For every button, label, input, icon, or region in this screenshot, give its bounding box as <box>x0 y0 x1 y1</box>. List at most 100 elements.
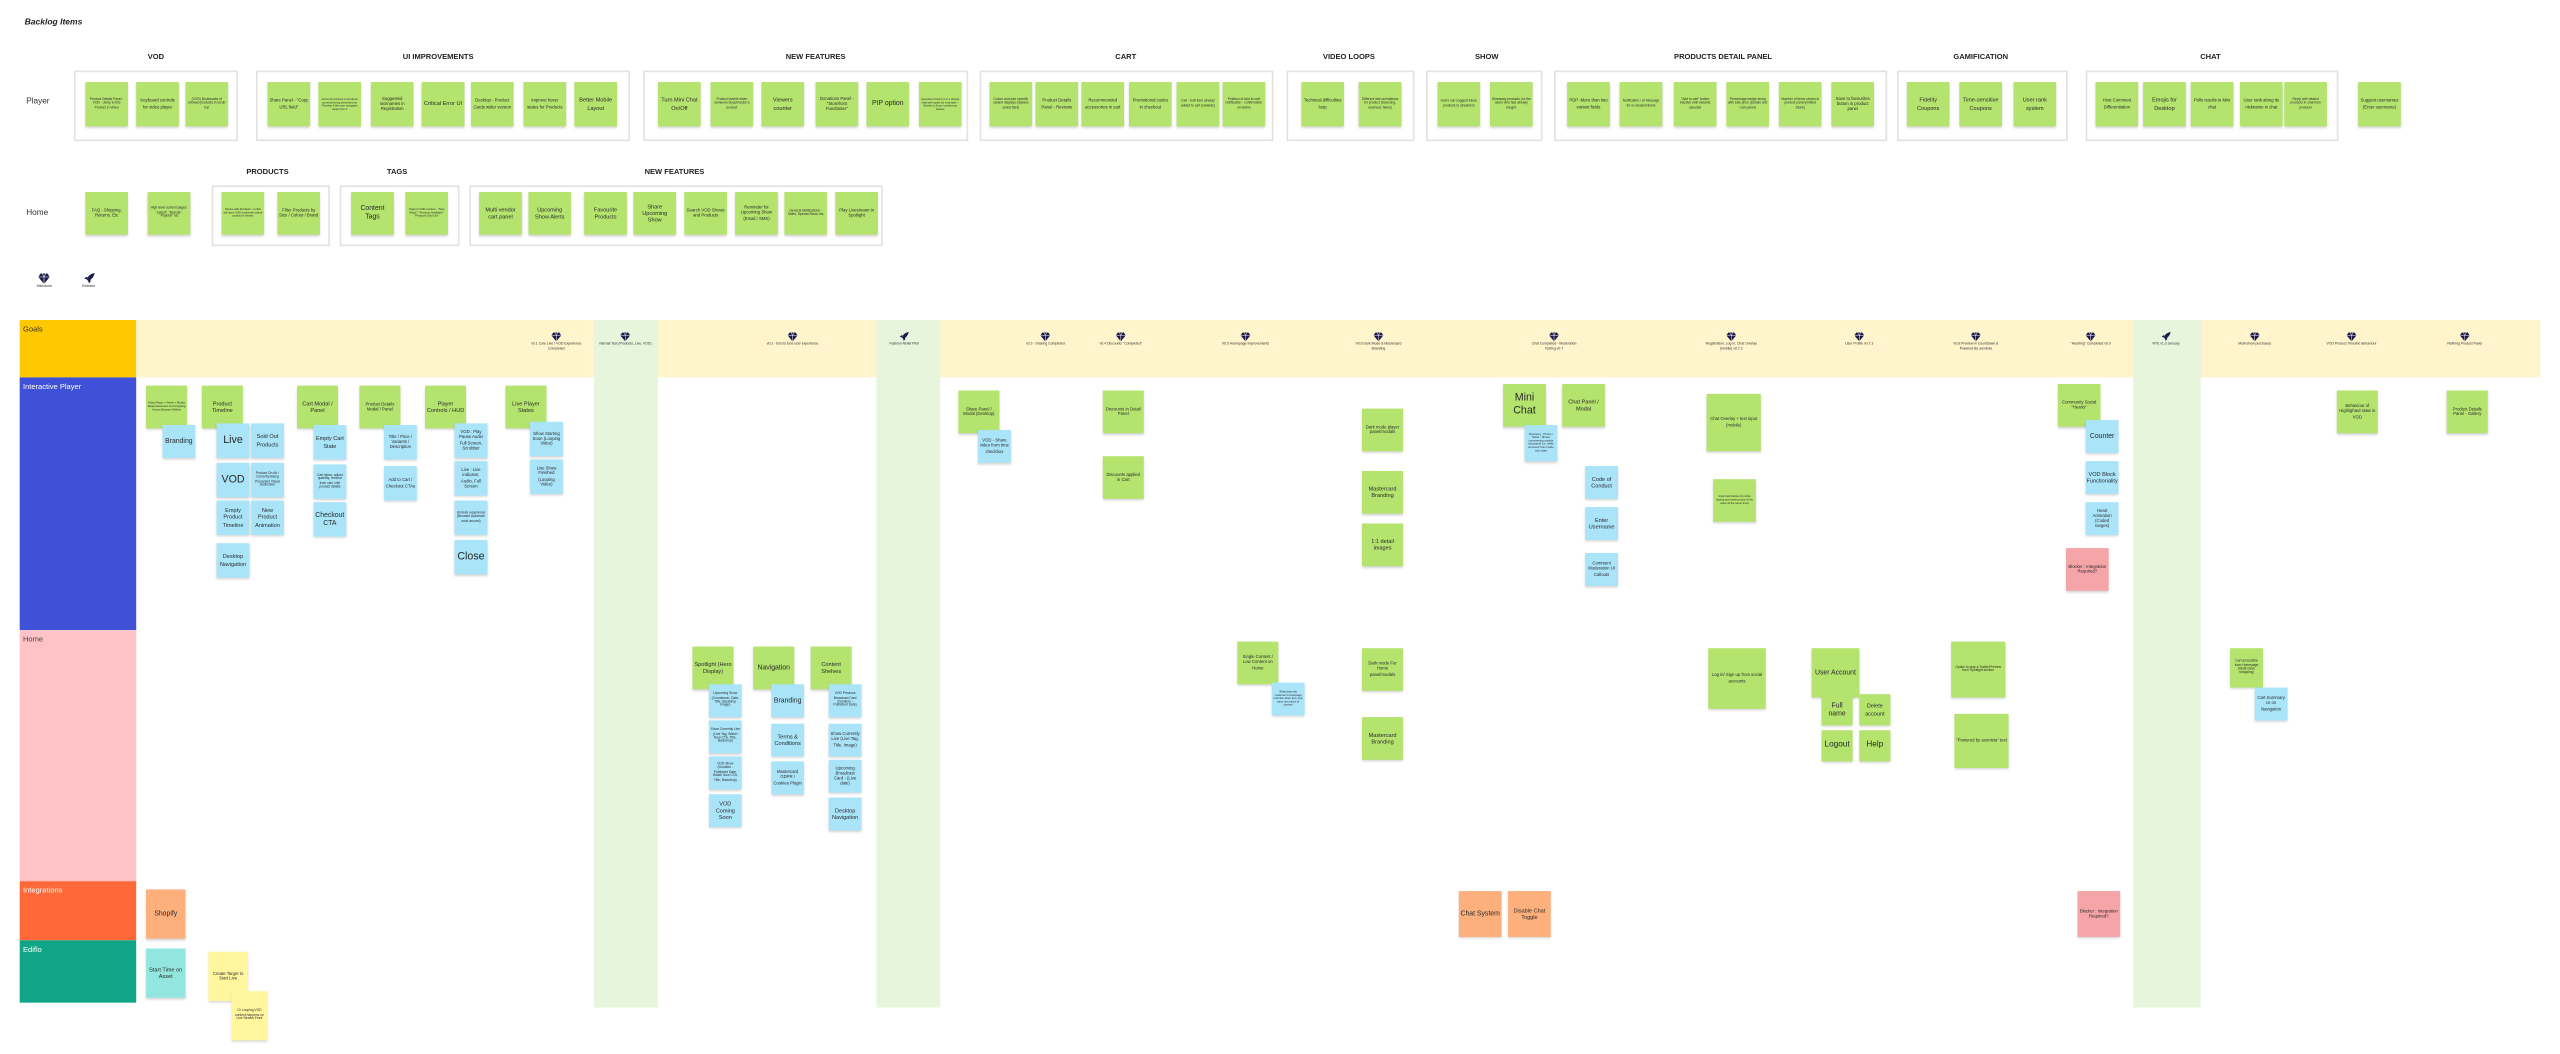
sticky-note[interactable]: Log in/ Sign up from social accounts <box>1708 648 1766 709</box>
sticky-note[interactable]: Behaviour of Highlighted state in VOD <box>2336 390 2378 434</box>
backlog-sticky[interactable]: Upcoming Show Alerts <box>528 191 572 235</box>
sticky-note[interactable]: VOD <box>216 462 250 498</box>
sticky-note[interactable]: Community Social "Hearts" <box>2057 383 2101 427</box>
backlog-sticky[interactable]: Suggested nicknames in Registration <box>370 82 414 127</box>
sticky-note[interactable]: Mastercard Branding <box>1362 717 1404 760</box>
backlog-sticky[interactable]: Tags for VOD content - "New Show", "Prod… <box>405 191 448 235</box>
sticky-note[interactable]: Counter <box>2085 420 2119 453</box>
backlog-sticky[interactable]: Content Tags <box>351 191 394 235</box>
sticky-note[interactable]: Option to play a Trailer/Preview from Sp… <box>1951 641 2006 698</box>
backlog-sticky[interactable]: General Notifications - Sales, Special S… <box>784 191 828 235</box>
backlog-sticky[interactable]: Reply with related products in chat from… <box>2284 82 2327 127</box>
sticky-note[interactable]: Player Controls / HUD <box>425 385 467 429</box>
backlog-sticky[interactable]: Polls results in Mini chat <box>2190 82 2234 127</box>
sticky-note[interactable]: Video Player + Panel + Modal, Responsive… <box>146 385 188 429</box>
sticky-note[interactable]: Cart Summary UI on Navigation <box>2254 687 2288 721</box>
sticky-note[interactable]: "Powered by axonista" text <box>1954 713 2009 768</box>
backlog-sticky[interactable]: Colour and size specific variant display… <box>989 82 1033 127</box>
sticky-note[interactable]: Live <box>216 423 250 458</box>
sticky-note[interactable]: Show Currently Live (Live Tag, Watch Now… <box>708 720 742 754</box>
sticky-note[interactable]: Live : Live indicator, Audio, Full Scree… <box>454 461 488 496</box>
sticky-note[interactable]: User Account <box>1811 648 1860 698</box>
milestone-marker[interactable]: User Profile v0.7.3 <box>1831 331 1887 347</box>
backlog-sticky[interactable]: Product bubble when someone buys/checks … <box>710 82 754 127</box>
backlog-sticky[interactable]: Better Mobile Layout <box>574 82 618 127</box>
backlog-sticky[interactable]: Arrow for jumping to products currently … <box>318 82 362 127</box>
sticky-note[interactable]: Start Time on Asset <box>146 948 186 998</box>
milestone-marker[interactable]: "Hearting" Completed v0.9 <box>2063 331 2119 347</box>
release-marker[interactable]: RTE v1.0 January <box>2138 331 2194 347</box>
backlog-sticky[interactable]: Users can suggest future products to str… <box>1437 82 1481 127</box>
sticky-note[interactable]: Close <box>454 539 488 575</box>
milestone-marker[interactable]: VOD Product Timeline Behaviour <box>2324 331 2380 347</box>
sticky-note[interactable]: Share Panel / Modal (Desktop) <box>958 390 1000 434</box>
backlog-sticky[interactable]: FAQ - Shipping, Returns, Etc <box>85 191 128 235</box>
sticky-note[interactable]: VOD Previous Broadcast Card (Duration - … <box>828 684 862 718</box>
sticky-note[interactable]: Cart Modal / Panel <box>297 385 339 429</box>
milestone-marker[interactable]: v0.1 Core Live / VOD Experience Complete… <box>528 331 584 351</box>
sticky-note[interactable]: Cart items, adjust quantity, remove from… <box>313 464 347 499</box>
backlog-sticky[interactable]: Share Upcoming Show <box>633 191 677 235</box>
sticky-note[interactable]: VOD : Play Pause Audio Full Screen, Scru… <box>454 423 488 458</box>
backlog-sticky[interactable]: Questions Panel (1 to 1 private chat wit… <box>918 82 962 127</box>
backlog-sticky[interactable]: Cart - Edit item already added to cart (… <box>1176 82 1220 127</box>
sticky-note[interactable]: VOD - Share video from time checkbox <box>978 429 1011 463</box>
sticky-note[interactable]: Live Player States <box>505 385 547 429</box>
sticky-note[interactable]: Code of Conduct <box>1585 466 1619 499</box>
milestone-marker[interactable]: V0.5 Homepage Improvements <box>1218 331 1274 347</box>
backlog-sticky[interactable]: Fidelity Coupons <box>1906 82 1950 127</box>
backlog-sticky[interactable]: Viewers counter <box>761 82 805 127</box>
release-marker[interactable]: Fashion Relief Pilot <box>876 331 932 347</box>
backlog-sticky[interactable]: Different intro animations for product (… <box>1358 82 1402 127</box>
sticky-note[interactable]: Chat Overlay + text input (mobile) <box>1706 393 1761 452</box>
backlog-sticky[interactable]: Promotional codes in checkout <box>1129 82 1172 127</box>
sticky-note[interactable]: Title / Price / Variants / Description <box>383 425 417 460</box>
sticky-note[interactable]: Product Timeline <box>201 385 243 429</box>
backlog-sticky[interactable]: User rank system <box>2013 82 2057 127</box>
milestone-marker[interactable]: v0.2 - End to End user experience <box>765 331 821 347</box>
sticky-note[interactable]: Unmute experience (Browser Automute work… <box>454 500 488 535</box>
sticky-note[interactable]: Terms & Conditions <box>771 723 805 757</box>
backlog-sticky[interactable]: Multi vendor cart panel <box>479 191 522 235</box>
sticky-note[interactable]: What does the customer's homepage look l… <box>1271 682 1305 716</box>
backlog-sticky[interactable]: Play Livestream in Spotlight <box>835 191 878 235</box>
sticky-note[interactable]: Mini Chat <box>1503 383 1546 427</box>
backlog-sticky[interactable]: High level content pages. "Latest", "Bra… <box>147 191 191 235</box>
backlog-sticky[interactable]: Number of items shown in product panel (… <box>1778 82 1822 127</box>
sticky-note[interactable]: Chat System <box>1458 891 1502 938</box>
sticky-note[interactable]: Help <box>1859 730 1891 762</box>
sticky-note[interactable]: Add to Cart / Checkout CTAs <box>383 466 417 501</box>
sticky-note[interactable]: Product Details Modal / Panel <box>359 385 401 429</box>
backlog-sticky[interactable]: Percentage badge along with sale price (… <box>1726 82 1769 127</box>
backlog-sticky[interactable]: Recommended accessories in cart <box>1081 82 1125 127</box>
backlog-sticky[interactable]: Desktop - Product Cards wider version <box>470 82 514 127</box>
backlog-sticky[interactable]: User rank along its nickname in chat <box>2239 82 2283 127</box>
backlog-sticky[interactable]: (VOD) Bookmarks of showed products in sc… <box>185 82 229 127</box>
sticky-note[interactable]: Branding <box>771 684 805 718</box>
sticky-note[interactable]: Upcoming Broadcast Card - (Live date) <box>828 759 862 793</box>
sticky-note[interactable]: Heart Animation (Coded ranges) <box>2085 502 2119 535</box>
backlog-sticky[interactable]: Suggest usernames (Enter username) <box>2358 82 2401 127</box>
milestone-marker[interactable]: V0.8 Preview in Countdown & Powered By a… <box>1948 331 2004 351</box>
milestone-marker[interactable]: V0.6 Dark Mode & Mastercard Branding <box>1351 331 1407 351</box>
sticky-note[interactable]: Branding <box>162 425 196 458</box>
milestone-marker[interactable]: Registration, Log in, Chat Overlay (mobi… <box>1703 331 1759 351</box>
backlog-sticky[interactable]: Position of Add to cart notification - c… <box>1222 82 1266 127</box>
backlog-sticky[interactable]: Technical difficulties loop <box>1301 82 1344 127</box>
sticky-note[interactable]: Shopify <box>146 889 186 939</box>
backlog-sticky[interactable]: Critical Error UI <box>421 82 465 127</box>
sticky-note[interactable]: VOD Coming Soon <box>708 794 742 828</box>
backlog-sticky[interactable]: Keyboard controls for video player <box>136 82 179 127</box>
milestone-marker[interactable]: v0.4 Discounts "Completed" <box>1093 331 1149 347</box>
sticky-note[interactable]: Dark mode For Home panel/modals <box>1362 648 1404 691</box>
sticky-note[interactable]: Single Content / Low Content on Home <box>1237 641 1279 685</box>
milestone-marker[interactable]: Refining Product Panel <box>2437 331 2493 347</box>
sticky-note[interactable]: Input field below mini chat (typing and … <box>1713 479 1756 522</box>
sticky-note[interactable]: Show Currently Live (Live Tag, Title, Im… <box>828 723 862 757</box>
sticky-note[interactable]: Blocker : Integration Required? <box>2066 548 2109 591</box>
backlog-sticky[interactable]: PIP option <box>866 82 910 127</box>
sticky-note[interactable]: Mastercard Branding <box>1362 470 1404 514</box>
backlog-sticky[interactable]: Host Comment Differentiation <box>2095 82 2139 127</box>
sticky-note[interactable]: Sold Out Products <box>251 423 284 458</box>
sticky-note[interactable]: Navigation <box>753 646 795 690</box>
